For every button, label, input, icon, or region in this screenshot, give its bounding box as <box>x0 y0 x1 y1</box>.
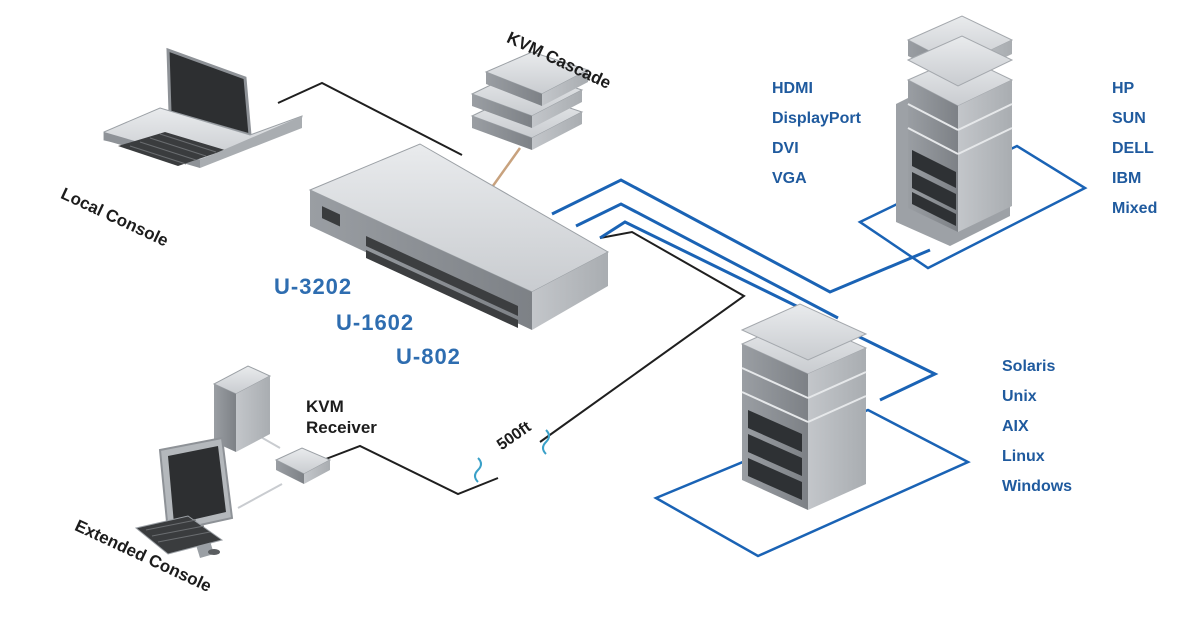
operating-system-item: Windows <box>1002 478 1073 495</box>
kvm-switch-device <box>308 143 610 330</box>
video-interface-item: VGA <box>772 170 807 187</box>
model-u-3202: U-3202 <box>274 274 353 299</box>
kvm-receiver-label: KVM Receiver <box>306 396 377 438</box>
link-server-rack-1 <box>551 178 931 320</box>
server-brand-item: IBM <box>1112 170 1142 187</box>
video-interface-item: HDMI <box>772 80 813 97</box>
operating-system-item: Solaris <box>1002 358 1056 375</box>
cable-local-console <box>277 81 463 156</box>
operating-system-item: AIX <box>1002 418 1029 435</box>
server-brand-item: Mixed <box>1112 200 1158 217</box>
video-interface-list: HDMI DisplayPort DVI VGA <box>772 74 861 194</box>
server-brand-item: DELL <box>1112 140 1154 157</box>
model-u-802: U-802 <box>396 344 461 369</box>
server-rack-2 <box>740 303 868 510</box>
video-interface-item: DisplayPort <box>772 110 861 127</box>
kvm-receiver-label-line1: KVM <box>306 397 344 416</box>
operating-system-item: Linux <box>1002 448 1045 465</box>
video-interface-item: DVI <box>772 140 799 157</box>
cable-extended-link <box>317 230 746 496</box>
cable-cascade <box>488 147 522 191</box>
kvm-receiver-label-line2: Receiver <box>306 418 377 437</box>
extended-console-device <box>134 365 272 558</box>
model-u-1602: U-1602 <box>336 310 415 335</box>
server-brand-list: HP SUN DELL IBM Mixed <box>1112 74 1157 224</box>
local-console-device <box>103 47 303 168</box>
kvm-receiver-device <box>274 447 332 484</box>
break-marks <box>474 429 550 483</box>
server-brand-item: SUN <box>1112 110 1146 127</box>
operating-system-item: Unix <box>1002 388 1037 405</box>
operating-system-list: Solaris Unix AIX Linux Windows <box>1002 352 1072 502</box>
link-server-rack-2 <box>599 220 939 402</box>
server-rack-1 <box>896 15 1014 246</box>
server-brand-item: HP <box>1112 80 1135 97</box>
kvm-cascade-device <box>470 51 590 150</box>
